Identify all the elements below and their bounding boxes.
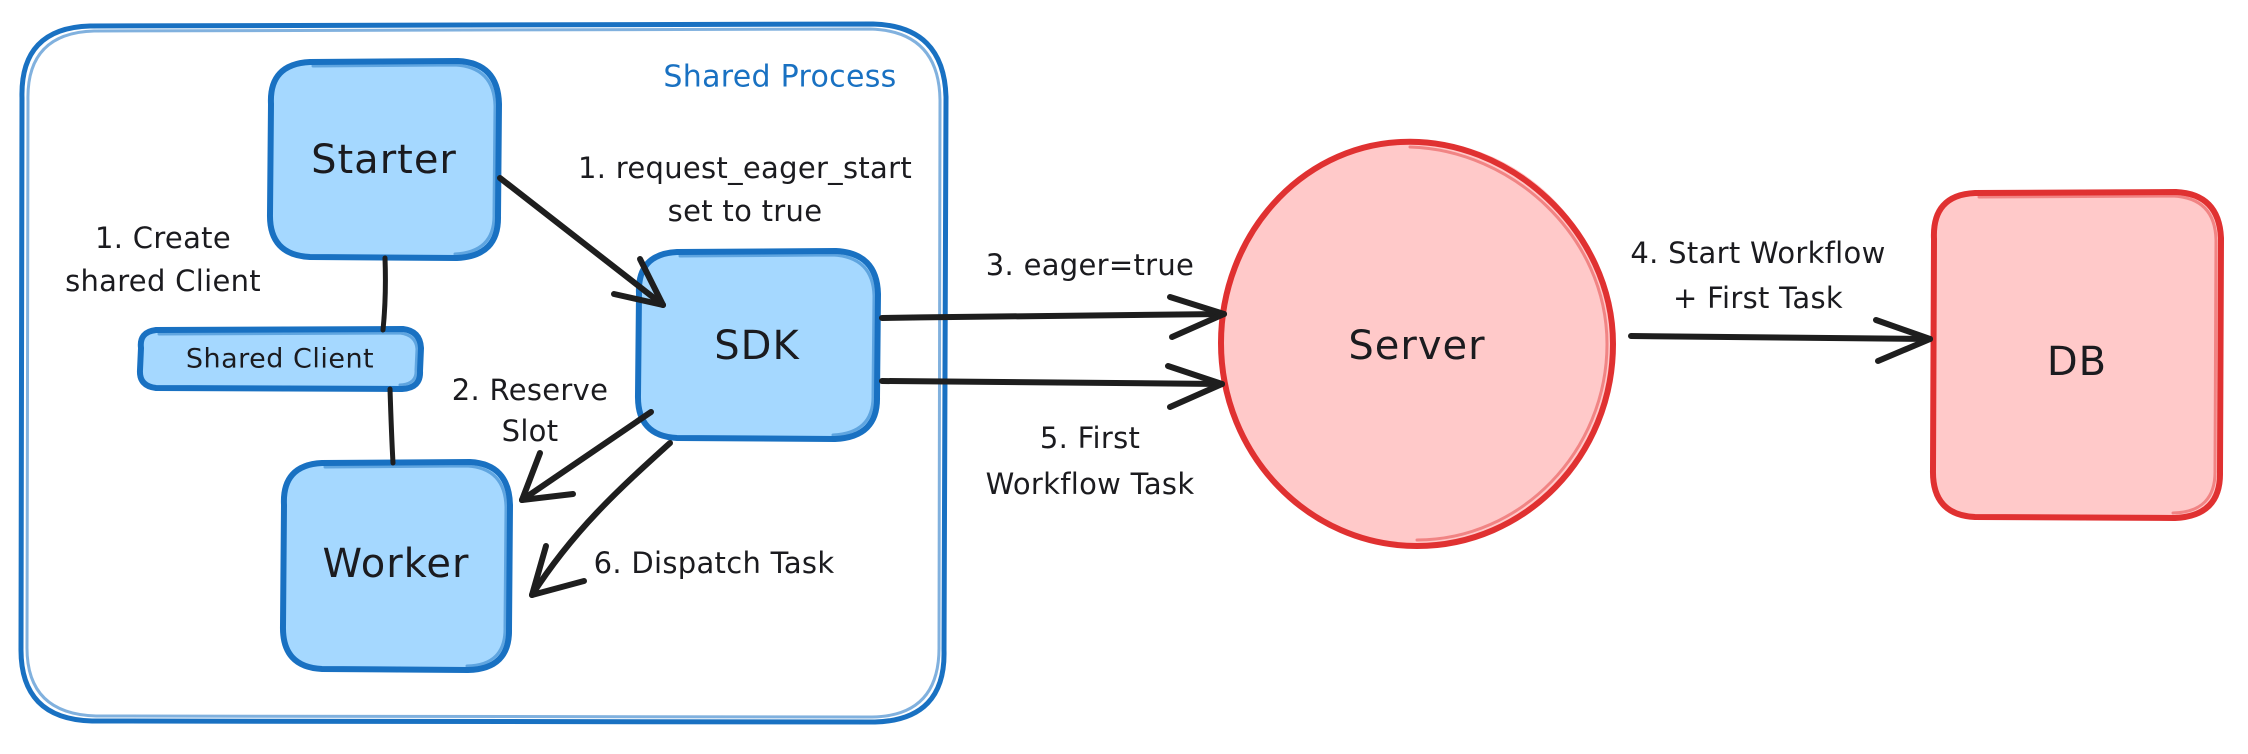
node-server-label: Server: [1348, 323, 1485, 369]
node-db[interactable]: DB: [1929, 189, 2224, 521]
shared-process-frame: Shared Process: [18, 21, 949, 725]
node-starter-label: Starter: [311, 137, 457, 183]
edge-starter-sdk: 1. request_eager_start set to true: [497, 151, 912, 308]
edge-label-start-workflow-line2: + First Task: [1673, 281, 1843, 315]
edge-label-create-shared-client-line1: 1. Create: [95, 221, 231, 255]
edge-label-dispatch-task: 6. Dispatch Task: [594, 546, 835, 580]
edge-label-request-eager-start-line2: set to true: [668, 194, 823, 228]
frame-title-label: Shared Process: [663, 60, 896, 95]
node-server[interactable]: Server: [1218, 138, 1616, 549]
edge-server-db: 4. Start Workflow + First Task: [1628, 236, 1933, 364]
node-worker[interactable]: Worker: [279, 459, 513, 673]
node-sdk[interactable]: SDK: [634, 248, 881, 442]
node-shared-client-label: Shared Client: [186, 344, 374, 375]
edge-sdk-server-first-task: 5. First Workflow Task: [879, 363, 1225, 501]
node-sdk-label: SDK: [714, 323, 800, 369]
node-db-label: DB: [2047, 339, 2107, 385]
edge-starter-shared-client: 1. Create shared Client: [65, 221, 388, 333]
edge-label-eager-true: 3. eager=true: [986, 248, 1194, 282]
node-shared-client[interactable]: Shared Client: [136, 326, 424, 392]
edge-label-start-workflow-line1: 4. Start Workflow: [1630, 236, 1885, 270]
node-worker-label: Worker: [323, 541, 470, 587]
edge-sdk-server-eager: 3. eager=true: [879, 248, 1227, 340]
edge-label-first-workflow-task-line1: 5. First: [1040, 421, 1140, 455]
edge-label-first-workflow-task-line2: Workflow Task: [986, 467, 1195, 501]
edge-label-reserve-slot-line2: Slot: [502, 414, 559, 448]
edge-sdk-worker-dispatch: 6. Dispatch Task: [529, 440, 835, 598]
edge-label-reserve-slot-line1: 2. Reserve: [452, 373, 608, 407]
edge-shared-client-worker: [387, 386, 396, 466]
edge-label-request-eager-start-line1: 1. request_eager_start: [578, 151, 912, 185]
edge-sdk-worker-reserve: 2. Reserve Slot: [452, 373, 654, 503]
edge-label-create-shared-client-line2: shared Client: [65, 264, 261, 298]
node-starter[interactable]: Starter: [266, 58, 502, 261]
